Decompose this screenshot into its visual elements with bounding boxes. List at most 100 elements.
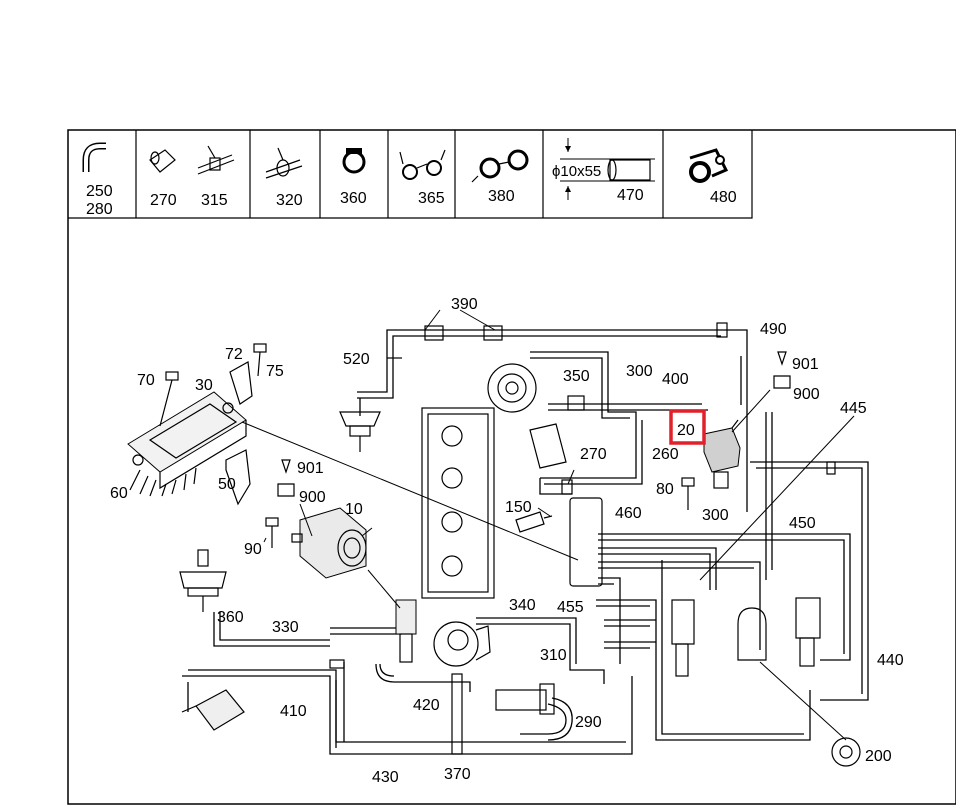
callout-450[interactable]: 450 <box>789 515 816 532</box>
hose-connector-icon <box>149 149 176 173</box>
legend-label: 315 <box>201 192 228 209</box>
bolt-70 <box>159 371 179 427</box>
callout-901-right[interactable]: 901 <box>792 356 819 373</box>
callout-900-left[interactable]: 900 <box>299 489 326 506</box>
legend-item-365[interactable]: 365 <box>399 149 446 207</box>
components <box>127 343 861 767</box>
control-unit-30 <box>127 391 247 497</box>
bolt-80 <box>681 477 695 510</box>
callout-340[interactable]: 340 <box>509 597 536 614</box>
callout-520[interactable]: 520 <box>343 351 370 368</box>
callout-20[interactable]: 20 <box>677 422 695 439</box>
cap-900-right <box>773 351 791 389</box>
callout-270[interactable]: 270 <box>580 446 607 463</box>
callout-420[interactable]: 420 <box>413 697 440 714</box>
legend-label: 480 <box>710 189 737 206</box>
callout-70[interactable]: 70 <box>137 372 155 389</box>
callout-75[interactable]: 75 <box>266 363 284 380</box>
legend-label: 365 <box>418 190 445 207</box>
callout-445[interactable]: 445 <box>840 400 867 417</box>
callout-390[interactable]: 390 <box>451 296 478 313</box>
callout-300-top[interactable]: 300 <box>626 363 653 380</box>
callout-455[interactable]: 455 <box>557 599 584 616</box>
callout-10[interactable]: 10 <box>345 501 363 518</box>
engine-block <box>421 407 495 599</box>
bracket-clip-icon <box>689 148 729 183</box>
bolt-90 <box>265 517 279 548</box>
transducer-20 <box>703 419 741 489</box>
callout-200[interactable]: 200 <box>865 748 892 765</box>
legend-item-270[interactable]: 270 <box>149 149 177 209</box>
legend-item-360[interactable]: 360 <box>340 148 367 207</box>
callout-440[interactable]: 440 <box>877 652 904 669</box>
callout-labels[interactable]: 10 20 30 50 60 70 72 75 80 90 150 200 26… <box>110 296 904 786</box>
valve-520 <box>339 411 381 452</box>
callout-360[interactable]: 360 <box>217 609 244 626</box>
callout-410[interactable]: 410 <box>280 703 307 720</box>
valve-right-1 <box>671 599 695 677</box>
callout-400[interactable]: 400 <box>662 371 689 388</box>
legend-item-250[interactable]: 250 280 <box>82 142 113 218</box>
legend-label: 270 <box>150 192 177 209</box>
legend-dimension: ϕ10x55 <box>552 163 601 180</box>
legend-label: 470 <box>617 187 644 204</box>
callout-900-right[interactable]: 900 <box>793 386 820 403</box>
switchover-valve <box>395 599 417 663</box>
callout-350[interactable]: 350 <box>563 368 590 385</box>
legend-item-480[interactable]: 480 <box>689 148 737 206</box>
callout-260[interactable]: 260 <box>652 446 679 463</box>
cap-900-left <box>277 459 295 497</box>
legend-item-380[interactable]: 380 <box>471 149 529 205</box>
diagram-frame <box>67 129 956 805</box>
double-clip-icon <box>399 149 446 180</box>
callout-370[interactable]: 370 <box>444 766 471 783</box>
callout-30[interactable]: 30 <box>195 377 213 394</box>
hose-dimension-icon <box>560 138 655 200</box>
valve-150 <box>515 511 553 533</box>
callout-290[interactable]: 290 <box>575 714 602 731</box>
legend-label: 360 <box>340 190 367 207</box>
callout-460[interactable]: 460 <box>615 505 642 522</box>
callout-490[interactable]: 490 <box>760 321 787 338</box>
callout-310[interactable]: 310 <box>540 647 567 664</box>
valve-360 <box>181 689 245 731</box>
callout-150[interactable]: 150 <box>505 499 532 516</box>
legend-sublabel: 280 <box>86 201 113 218</box>
valve-270 <box>529 423 567 469</box>
legend-item-320[interactable]: 320 <box>265 147 303 209</box>
callout-901-left[interactable]: 901 <box>297 460 324 477</box>
legend-item-470[interactable]: ϕ10x55 470 <box>552 138 655 204</box>
vacuum-pump <box>487 363 537 413</box>
highlight-box-20 <box>669 409 706 445</box>
clamp-icon <box>342 148 366 174</box>
callout-330[interactable]: 330 <box>272 619 299 636</box>
sensor-200 <box>831 737 861 767</box>
bracket-72 <box>229 361 253 405</box>
bracket-50 <box>225 449 251 506</box>
legend-strip: 250 280 270 315 3 <box>68 130 753 219</box>
legend-label: 320 <box>276 192 303 209</box>
pressure-converter-10 <box>291 507 367 579</box>
t-connector-icon <box>197 145 235 175</box>
valve-right-2 <box>737 607 767 661</box>
leader-lines <box>241 309 855 741</box>
callout-90[interactable]: 90 <box>244 541 262 558</box>
y-connector-icon <box>265 147 303 179</box>
callout-72[interactable]: 72 <box>225 346 243 363</box>
callout-50[interactable]: 50 <box>218 476 236 493</box>
legend-label: 380 <box>488 188 515 205</box>
throttle-body <box>433 621 491 667</box>
valve-right-3 <box>795 597 821 667</box>
callout-430[interactable]: 430 <box>372 769 399 786</box>
callout-80[interactable]: 80 <box>656 481 674 498</box>
callout-300-bottom[interactable]: 300 <box>702 507 729 524</box>
legend-label: 250 <box>86 183 113 200</box>
actuator-310 <box>495 683 555 715</box>
callout-60[interactable]: 60 <box>110 485 128 502</box>
vacuum-reservoir <box>179 549 227 612</box>
vacuum-lines <box>182 322 869 755</box>
holder-clip-icon <box>471 149 529 183</box>
bolt-75 <box>253 343 267 377</box>
legend-item-315[interactable]: 315 <box>197 145 235 209</box>
